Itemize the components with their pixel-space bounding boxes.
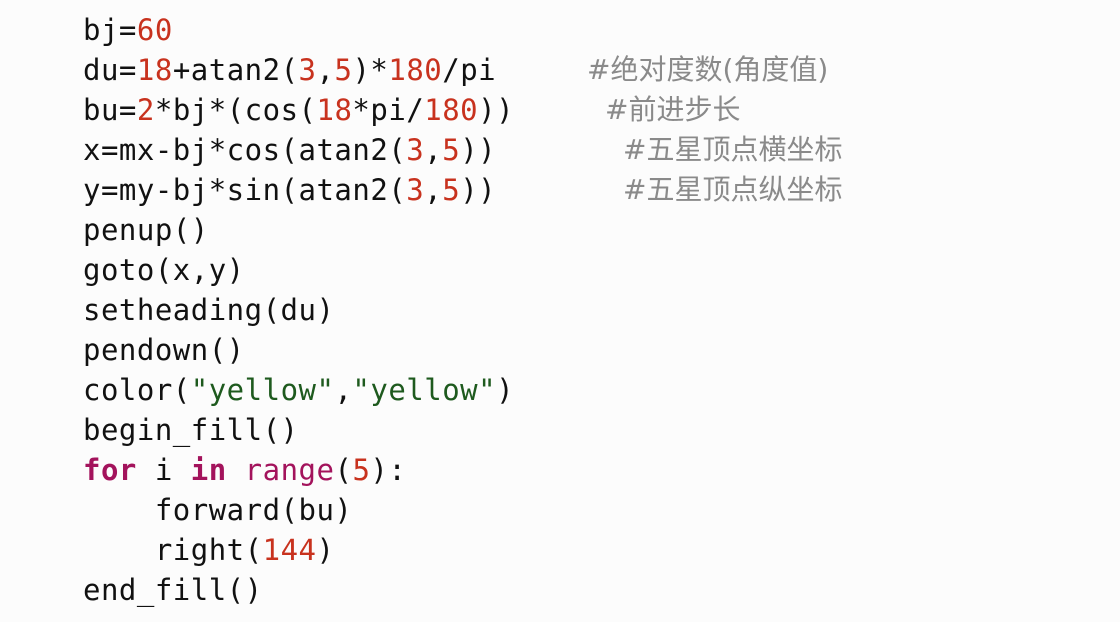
code-text: right( [83,533,263,567]
code-text: i [136,453,191,487]
string-literal: "yellow" [190,373,335,407]
keyword: in [190,453,227,487]
code-text: goto(x,y) [83,253,245,287]
number-literal: 2 [136,93,155,127]
code-text: setheading(du) [83,293,335,327]
number-literal: 60 [136,13,173,47]
number-literal: 3 [298,53,317,87]
builtin: range [244,453,335,487]
code-line: color("yellow","yellow") [83,370,514,410]
code-line: forward(bu) [83,490,352,530]
number-literal: 180 [424,93,479,127]
number-literal: 5 [442,133,461,167]
code-text: ) [496,373,515,407]
code-line: du=18+atan2(3,5)*180/pi [83,50,496,90]
number-literal: 5 [352,453,371,487]
code-text: *bj*(cos( [154,93,317,127]
code-text: )) [460,173,497,207]
code-comment: #五星顶点纵坐标 [623,173,843,206]
code-text: forward(bu) [83,493,353,527]
code-text: , [424,133,443,167]
code-text: +atan2( [172,53,299,87]
code-text [227,453,245,487]
code-line: x=mx-bj*cos(atan2(3,5)) [83,130,496,170]
code-text: )* [352,53,389,87]
code-line: bj=60 [83,10,173,50]
code-text: end_fill() [83,573,263,607]
code-text: , [424,173,443,207]
code-line: right(144) [83,530,334,570]
code-text: bu= [83,93,137,127]
code-line: goto(x,y) [83,250,245,290]
code-line: pendown() [83,330,245,370]
code-line: y=my-bj*sin(atan2(3,5)) [83,170,496,210]
code-line: bu=2*bj*(cos(18*pi/180)) [83,90,514,130]
code-text: )) [460,133,497,167]
code-text: color( [83,373,191,407]
code-text: y=my-bj*sin(atan2( [83,173,407,207]
number-literal: 18 [316,93,353,127]
code-line: setheading(du) [83,290,334,330]
number-literal: 18 [136,53,173,87]
code-line: begin_fill() [83,410,299,450]
code-comment: #前进步长 [605,93,741,126]
number-literal: 5 [442,173,461,207]
code-text: *pi/ [352,93,425,127]
code-line: penup() [83,210,209,250]
number-literal: 144 [262,533,317,567]
code-text: du= [83,53,137,87]
number-literal: 5 [334,53,353,87]
code-text: ): [370,453,407,487]
code-comment: #绝对度数(角度值) [587,53,829,86]
code-text: bj= [83,13,137,47]
code-text: x=mx-bj*cos(atan2( [83,133,407,167]
number-literal: 3 [406,173,425,207]
code-line: for i in range(5): [83,450,406,490]
code-text: /pi [442,53,497,87]
code-text: ) [316,533,335,567]
code-text: penup() [83,213,209,247]
code-text: pendown() [83,333,245,367]
number-literal: 3 [406,133,425,167]
code-text: ( [334,453,353,487]
code-text: )) [478,93,515,127]
code-text: , [334,373,353,407]
code-line: end_fill() [83,570,263,610]
keyword: for [83,453,137,487]
code-text: , [316,53,335,87]
code-comment: #五星顶点横坐标 [623,133,843,166]
string-literal: "yellow" [352,373,497,407]
number-literal: 180 [388,53,443,87]
code-text: begin_fill() [83,413,299,447]
